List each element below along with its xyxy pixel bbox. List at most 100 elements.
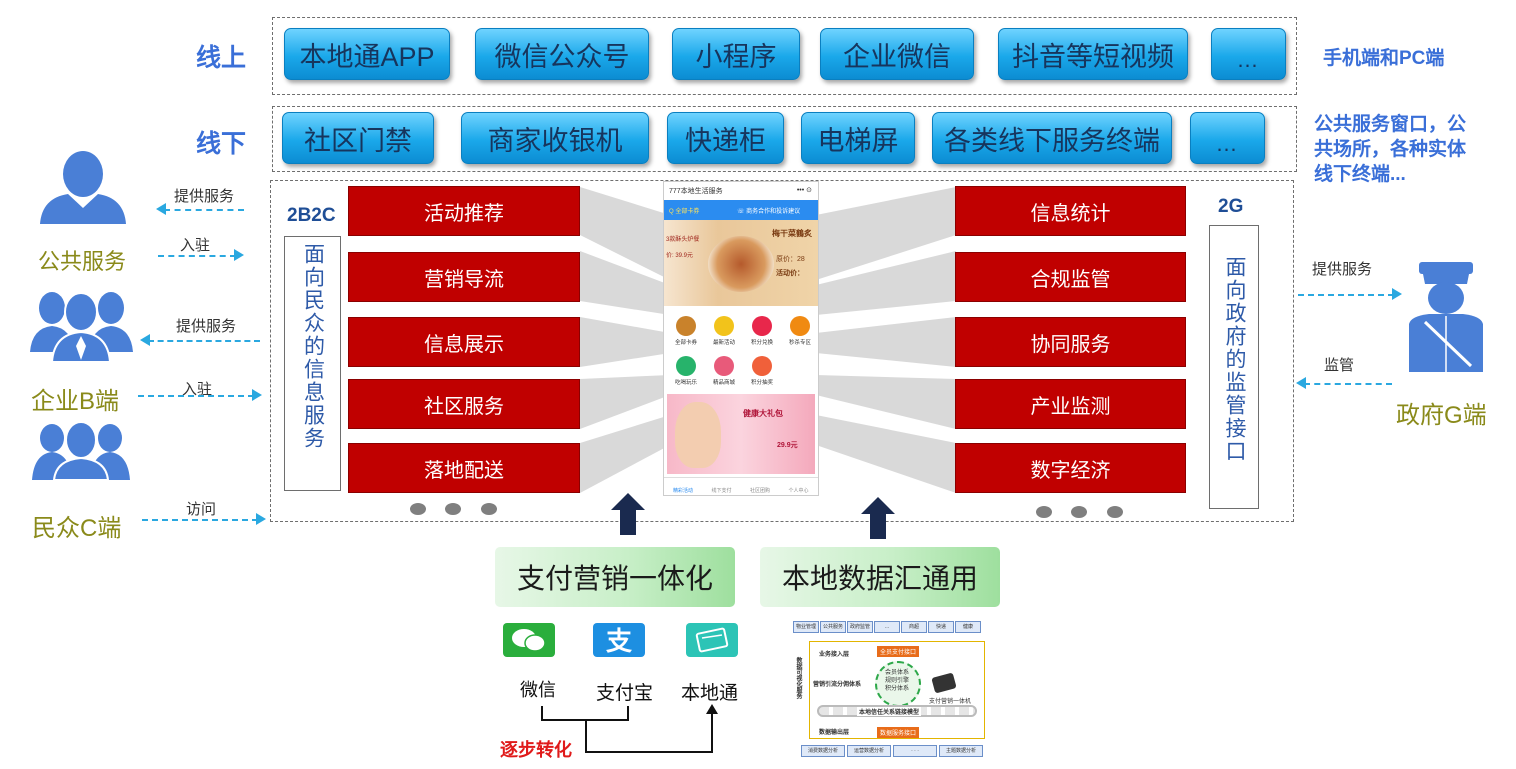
phone-search[interactable]: Q 全部卡券 <box>669 209 700 215</box>
arrow-line <box>1304 383 1392 385</box>
phone-nav-item[interactable]: 精彩活动 <box>672 488 693 494</box>
arrow-label: 入驻 <box>180 237 211 254</box>
offline-channels: 社区门禁商家收银机快递柜电梯屏各类线下服务终端 … <box>282 112 1292 168</box>
arrow-head-left-icon <box>1296 377 1306 389</box>
phone-menu-item[interactable]: 精品商城 <box>706 352 742 386</box>
offline-note-line: 线下终端... <box>1314 164 1406 185</box>
online-channel-pill[interactable]: 微信公众号 <box>475 28 649 80</box>
arrow-head-right-icon <box>1392 288 1402 300</box>
data-top-item: 商超 <box>901 621 927 633</box>
service-item: 落地配送 <box>348 443 580 493</box>
phone-nav-item[interactable]: 社区团购 <box>749 488 770 494</box>
arrow-line <box>164 209 244 211</box>
citizen-c-label: 民众C端 <box>32 515 122 542</box>
arrow-label: 提供服务 <box>1312 261 1373 278</box>
arrow-head-right-icon <box>234 249 244 261</box>
beam <box>580 415 670 493</box>
data-top-item: … <box>874 621 900 633</box>
online-channel-pill[interactable]: 小程序 <box>672 28 800 80</box>
phone-contact[interactable]: ☏ 商务合作和投诉建议 <box>737 209 801 215</box>
data-row-label: 数据输出层 <box>819 730 850 736</box>
data-center-circle <box>875 661 921 707</box>
phone-menu-icon <box>752 316 772 336</box>
arrow-label: 访问 <box>186 501 217 518</box>
online-row-box <box>272 17 1297 95</box>
arrow-head-left-icon <box>156 203 166 215</box>
arrow-label: 提供服务 <box>176 318 237 335</box>
online-channel-pill[interactable]: 本地通APP <box>284 28 450 80</box>
phone-banner-activity: 活动价： <box>776 270 804 277</box>
online-more-button[interactable]: … <box>1211 28 1286 80</box>
public-service-person-icon <box>40 151 126 224</box>
arrow-label: 监管 <box>1324 357 1355 374</box>
citizen-group-icon <box>32 421 130 480</box>
local-data-box: 本地数据汇通用 <box>760 547 1000 607</box>
phone-icon-grid: 全部卡券 最新活动积分兑换 秒杀专区吃喝玩乐精品商城积分抽奖 <box>664 312 818 392</box>
offline-more-button[interactable]: … <box>1190 112 1265 164</box>
data-core-frame <box>809 641 985 739</box>
gov-item: 合规监管 <box>955 252 1186 302</box>
beam <box>816 187 956 280</box>
arrow-head-right-icon <box>256 513 266 525</box>
phone-titlebar: 777本地生活服务 ••• ⊙ <box>664 182 818 200</box>
phone-menu-label: 积分兑换 <box>750 340 773 346</box>
phone-nav-item[interactable]: 线下支付 <box>711 488 732 494</box>
service-item: 活动推荐 <box>348 186 580 236</box>
phone-menu-label: 秒杀专区 <box>788 340 811 346</box>
phone-menu-label: 全部卡券 <box>674 340 697 346</box>
data-top-item: 物业管理 <box>793 621 819 633</box>
phone-menu-icon <box>790 316 810 336</box>
online-row-label: 线上 <box>196 44 247 72</box>
phone-menu-item[interactable]: 全部卡券 <box>668 312 704 346</box>
online-channel-pill[interactable]: 企业微信 <box>820 28 974 80</box>
more-dot <box>445 503 461 515</box>
phone-nav-item[interactable]: 个人中心 <box>788 488 809 494</box>
phone-menu-label: 积分抽奖 <box>750 380 773 386</box>
phone-menu-item[interactable]: 积分兑换 <box>744 312 780 346</box>
more-dot <box>1036 506 1052 518</box>
data-top-item: 快递 <box>928 621 954 633</box>
offline-note-line: 公共服务窗口，公 <box>1314 114 1467 135</box>
beam <box>580 375 670 429</box>
arrow-label: 入驻 <box>182 381 213 398</box>
gov-item: 数字经济 <box>955 443 1186 493</box>
phone-menu-item[interactable]: 吃喝玩乐 <box>668 352 704 386</box>
beam <box>816 415 956 493</box>
arrow-head-left-icon <box>140 334 150 346</box>
arrow-line <box>142 519 258 521</box>
phone-bottom-nav: 精彩活动 线下支付 社区团购 个人中心 <box>664 477 818 495</box>
data-architecture-diagram: 物业管理公共服务政府监管…商超快递健康 数据可视化服务 业务接入层 营销引流分佣… <box>787 617 987 759</box>
government-officer-icon <box>1409 262 1483 372</box>
phone-searchbar: Q 全部卡券 ☏ 商务合作和投诉建议 <box>664 200 818 220</box>
phone-banner-left: 3款酥头炉餐 <box>666 237 700 243</box>
svg-text:支: 支 <box>606 627 632 657</box>
left-panel-tag: 2B2C <box>287 205 336 226</box>
offline-channel-pill[interactable]: 商家收银机 <box>461 112 649 164</box>
transform-note: 逐步转化 <box>500 740 572 761</box>
arrow-head-right-icon <box>252 389 262 401</box>
offline-note: 公共服务窗口，公 共场所，各种实体 线下终端... <box>1314 112 1466 187</box>
phone-menu-icon[interactable]: ••• ⊙ <box>796 187 812 194</box>
offline-channel-pill[interactable]: 电梯屏 <box>801 112 915 164</box>
pay-method-label: 本地通 <box>681 682 739 704</box>
offline-channel-pill[interactable]: 各类线下服务终端 <box>932 112 1172 164</box>
gov-item: 协同服务 <box>955 317 1186 367</box>
offline-channel-pill[interactable]: 社区门禁 <box>282 112 434 164</box>
enterprise-b-label: 企业B端 <box>31 388 120 415</box>
more-dot <box>481 503 497 515</box>
more-dot <box>410 503 426 515</box>
online-channel-pill[interactable]: 抖音等短视频 <box>998 28 1188 80</box>
beam <box>580 187 670 280</box>
data-bottom-row: 消费数据分析运营数据分析· · ·主题数据分析 <box>801 745 985 757</box>
data-top-item: 政府监管 <box>847 621 873 633</box>
data-center-line: 积分体系 <box>884 686 909 692</box>
phone-banner: 3款酥头炉餐 价: 39.9元 梅干菜鶴炙 原价：28 活动价： <box>664 220 818 306</box>
phone-menu-item[interactable]: 最新活动 <box>706 312 742 346</box>
beam <box>816 251 956 315</box>
pay-marketing-box: 支付营销一体化 <box>495 547 735 607</box>
phone-banner-title: 梅干菜鶴炙 <box>772 229 812 238</box>
offline-channel-pill[interactable]: 快递柜 <box>667 112 784 164</box>
phone-menu-item[interactable]: 秒杀专区 <box>782 312 818 346</box>
phone-menu-item[interactable]: 积分抽奖 <box>744 352 780 386</box>
phone-mockup: 777本地生活服务 ••• ⊙ Q 全部卡券 ☏ 商务合作和投诉建议 3款酥头炉… <box>663 181 819 496</box>
